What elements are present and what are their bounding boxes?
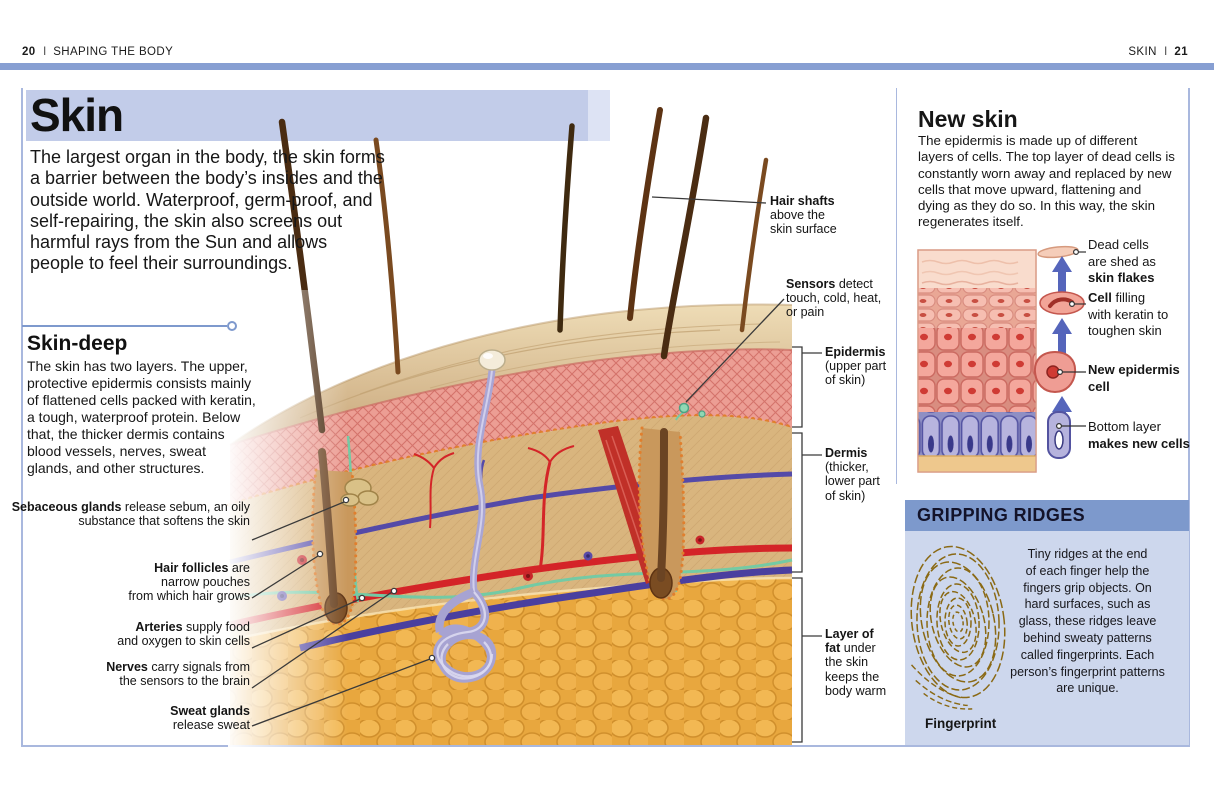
up-arrow-icon [1052,396,1072,430]
section-title-right: SKIN [1128,46,1157,58]
hair-follicle [637,426,686,601]
epidermis-layer [230,349,792,505]
header-left: 20 I SHAPING THE BODY [22,46,173,58]
label-fat-layer: Layer of fat under the skin keeps the bo… [825,627,887,698]
new-skin-layers-illustration [917,249,1037,473]
fat-layer [230,578,792,745]
header-rule [0,63,1214,70]
label-new-epidermis-cell: New epidermis cell [1088,362,1180,394]
sweat-duct [469,369,496,593]
skin-flake-icon [1037,245,1079,259]
skin-surface [230,304,792,445]
vein-deep [299,566,793,652]
column-divider [896,88,897,484]
basal-cell-icon [1047,411,1071,459]
skin-deep-text: The skin has two layers. The upper, prot… [27,358,256,476]
hair-follicle [311,468,358,626]
label-cell-filling: Cell filling with keratin to toughen ski… [1088,290,1169,338]
sweat-gland-coil [433,588,497,683]
vein [229,471,793,565]
epidermis-bracket [792,346,822,428]
gripping-ridges-heading: GRIPPING RIDGES [917,505,1086,525]
label-epidermis: Epidermis (upper part of skin) [825,345,887,388]
skin-deep-rule [22,321,237,331]
cell-cycle-icons [1033,245,1086,459]
artery [229,544,793,629]
up-arrow-icon [1052,318,1072,354]
blood-vessels [229,441,793,652]
label-sebaceous-glands: Sebaceous glands release sebum, an oily … [11,500,250,529]
fingerprint-caption: Fingerprint [925,716,997,731]
sebaceous-gland [340,478,379,507]
page-border-bottom [21,745,1190,747]
new-epidermis-cell-icon [1033,350,1077,394]
arrector-muscle [598,426,668,584]
vessel-cross-sections [277,535,705,601]
label-bottom-layer: Bottom layer makes new cells [1088,419,1190,451]
header-separator: I [1164,46,1167,58]
label-nerves: Nerves carry signals from the sensors to… [106,660,250,689]
dermis-bracket [792,432,822,573]
gripping-ridges-header-bar [905,500,1189,531]
keratin-cell-icon [1039,291,1085,315]
label-sweat-glands: Sweat glands release sweat [170,704,250,733]
new-skin-heading: New skin [918,106,1018,132]
label-hair-shafts: Hair shafts above the skin surface [770,194,837,237]
page-border-left [21,88,23,747]
fat-bracket [792,577,822,743]
label-sensors: Sensors detect touch, cold, heat, or pai… [786,277,882,320]
sensor-bulb [698,410,706,418]
new-skin-text: The epidermis is made up of different la… [918,133,1175,230]
dermis-layer [230,416,792,640]
sensor-bulb [678,402,690,414]
gripping-ridges-text: Tiny ridges at the end of each finger he… [1010,547,1165,696]
page-number-left: 20 [22,46,36,58]
header-separator: I [43,46,46,58]
label-hair-follicles: Hair follicles are narrow pouches from w… [128,561,250,604]
cell-label-leaders [1055,249,1086,430]
page-number-right: 21 [1174,46,1188,58]
title-banner-light [588,90,610,141]
nerves [229,407,793,603]
up-arrow-icon [1052,256,1072,296]
section-title-left: SHAPING THE BODY [53,46,174,58]
label-dead-cells: Dead cells are shed as skin flakes [1088,237,1156,285]
header-right: SKIN I 21 [1128,46,1188,58]
skin-deep-heading: Skin-deep [27,332,128,355]
label-dermis: Dermis (thicker, lower part of skin) [825,446,880,503]
leader-lines [251,196,785,727]
sweat-droplet [478,349,506,371]
page-border-right [1188,88,1190,747]
label-arteries: Arteries supply food and oxygen to skin … [117,620,250,649]
page-title: Skin [30,89,124,141]
intro-text: The largest organ in the body, the skin … [30,147,385,274]
